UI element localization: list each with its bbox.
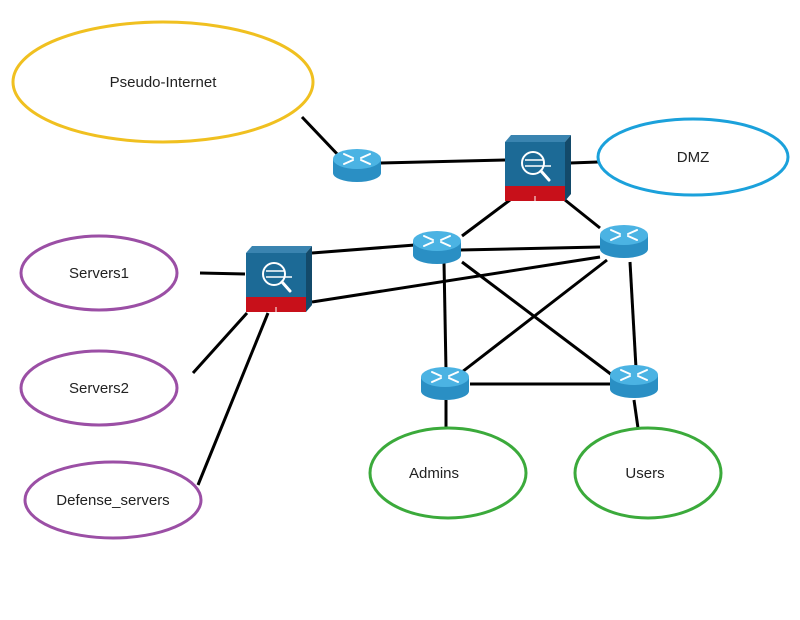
zone-label: Admins	[409, 465, 459, 482]
link-r4-users	[632, 399, 640, 429]
firewall-icon[interactable]	[505, 135, 571, 201]
zone-admins[interactable]: Admins	[368, 426, 528, 520]
router-icon[interactable]	[413, 231, 461, 264]
link-fw1-r2	[564, 198, 601, 230]
link-internet-r0	[300, 115, 342, 159]
router-icon[interactable]	[600, 225, 648, 258]
zone-users[interactable]: Users	[573, 426, 723, 520]
zone-label: DMZ	[677, 149, 710, 166]
link-fw2-r1	[311, 243, 416, 255]
link-fw1-r1	[461, 198, 511, 238]
zone-defense-servers[interactable]: Defense_servers	[23, 460, 203, 540]
zone-label: Servers2	[69, 380, 129, 397]
zone-label: Servers1	[69, 265, 129, 282]
zone-label: Defense_servers	[56, 492, 169, 509]
router-icon[interactable]	[421, 367, 469, 400]
link-r1-r2	[459, 245, 601, 252]
zone-dmz[interactable]: DMZ	[596, 117, 790, 197]
zone-servers2[interactable]: Servers2	[19, 349, 179, 427]
link-r2-r4	[628, 261, 638, 369]
link-r1-r3	[442, 261, 448, 371]
link-r0-fw1	[379, 158, 506, 165]
link-r1-r4	[461, 260, 613, 377]
link-fw2-servers1	[199, 271, 246, 276]
zone-label: Pseudo-Internet	[110, 74, 218, 91]
router-icon[interactable]	[610, 365, 658, 398]
router-icon[interactable]	[333, 149, 381, 182]
link-r2-r3	[461, 258, 608, 374]
link-fw2-defense	[196, 312, 270, 486]
link-fw2-r2	[311, 255, 601, 304]
link-fw2-servers2	[191, 311, 249, 375]
firewall-icon[interactable]	[246, 246, 312, 312]
link-fw1-dmz	[569, 160, 599, 165]
zone-pseudo-internet[interactable]: Pseudo-Internet	[11, 20, 315, 144]
links-layer	[191, 115, 640, 486]
zone-servers1[interactable]: Servers1	[19, 234, 179, 312]
zone-label: Users	[625, 465, 664, 482]
